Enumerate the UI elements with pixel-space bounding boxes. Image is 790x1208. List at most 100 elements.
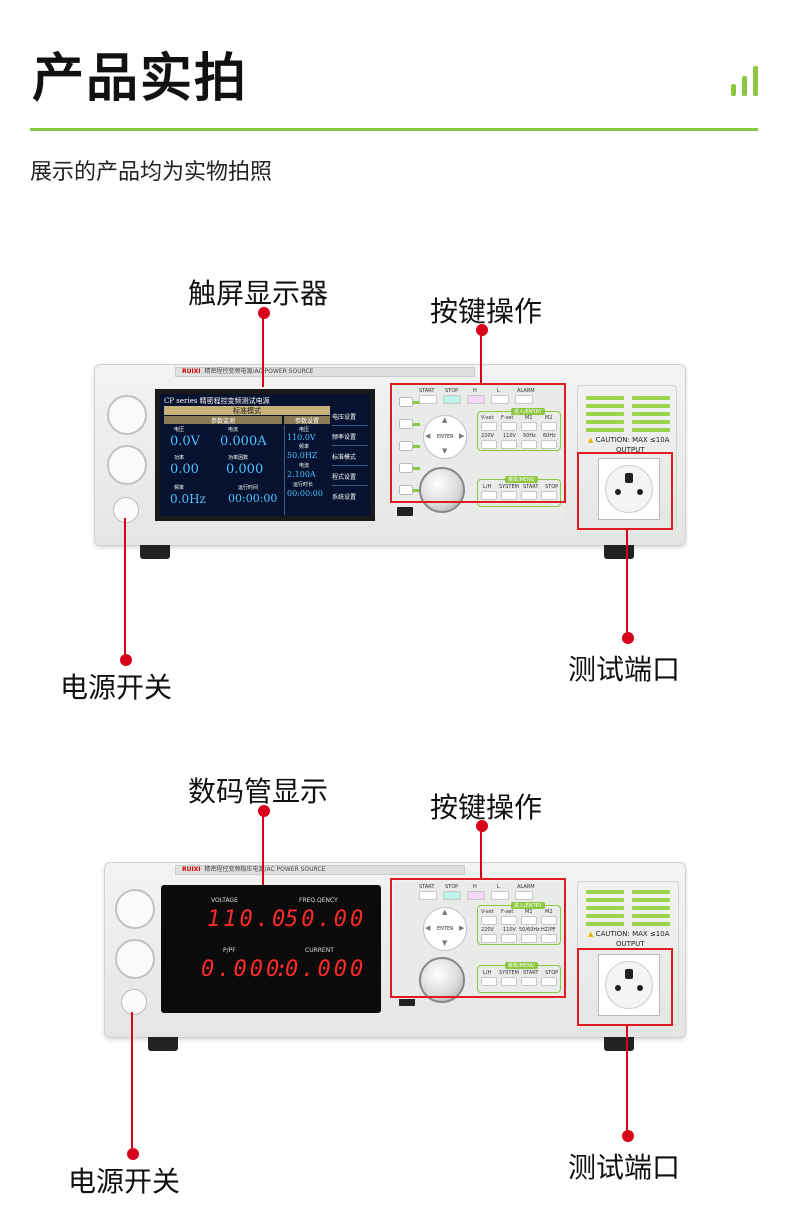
soft-key[interactable] — [399, 463, 413, 473]
system-key[interactable] — [501, 977, 517, 986]
lcd-btn-system-setting[interactable]: 系统设置 — [332, 494, 357, 501]
touch-screen-display[interactable]: CP series 精密程控变频测试电源 标准模式 参数监测 参数设置 电压 电… — [155, 389, 375, 521]
up-arrow-icon[interactable]: ▲ — [442, 908, 448, 916]
nav-pad[interactable] — [423, 907, 467, 951]
menu-start-key[interactable] — [521, 977, 537, 986]
key-label: ALARM — [517, 388, 535, 394]
right-arrow-icon[interactable]: ▶ — [459, 432, 465, 440]
callout-keys: 按键操作 — [430, 791, 543, 824]
left-arrow-icon[interactable]: ◀ — [425, 432, 431, 440]
soft-key[interactable] — [399, 397, 413, 407]
socket-hole-icon — [625, 969, 633, 979]
power-switch[interactable] — [113, 497, 139, 523]
power-switch[interactable] — [121, 989, 147, 1015]
lcd-label: 电压 — [174, 427, 185, 433]
usb-port[interactable] — [397, 507, 413, 516]
key-label: 220V — [481, 433, 494, 439]
110v-key[interactable] — [501, 934, 517, 943]
key-label: STOP — [545, 970, 559, 976]
keys-highlight-box — [390, 878, 566, 998]
key-label: M2 — [545, 415, 553, 421]
freq-toggle-key[interactable] — [521, 934, 537, 943]
nav-pad[interactable] — [423, 415, 467, 459]
enter-key[interactable]: ENTER — [437, 926, 454, 932]
key-label: V-set — [481, 415, 494, 421]
key-label: L/H — [483, 970, 492, 976]
220v-key[interactable] — [481, 440, 497, 449]
led-digital-display: VOLTAGE FREQ.QENCY 110.0 50.00 P/PF CURR… — [161, 885, 381, 1013]
l-key[interactable] — [491, 395, 509, 404]
h-key[interactable] — [467, 395, 485, 404]
start-key[interactable] — [419, 395, 437, 404]
m1-key[interactable] — [521, 916, 537, 925]
h-key[interactable] — [467, 891, 485, 900]
callout-line — [131, 1012, 133, 1154]
m1-key[interactable] — [521, 422, 537, 431]
page-subtitle: 展示的产品均为实物拍照 — [30, 160, 273, 185]
vset-key[interactable] — [481, 422, 497, 431]
l-key[interactable] — [491, 891, 509, 900]
stop-key[interactable] — [443, 395, 461, 404]
usb-port[interactable] — [399, 997, 415, 1006]
menu-stop-key[interactable] — [541, 977, 557, 986]
lcd-btn-program-setting[interactable]: 程式设置 — [332, 466, 368, 486]
220v-key[interactable] — [481, 934, 497, 943]
led-voltage-value: 110.0 — [207, 907, 289, 932]
soft-key[interactable] — [399, 419, 413, 429]
menu-start-key[interactable] — [521, 491, 537, 500]
stop-key[interactable] — [443, 891, 461, 900]
socket-hole-icon — [615, 489, 621, 495]
callout-dot — [120, 654, 132, 666]
down-arrow-icon[interactable]: ▼ — [442, 447, 448, 455]
key-label: START — [523, 970, 539, 976]
left-dial-bottom — [107, 445, 147, 485]
entry-group-title: 进入/ENTRY — [511, 408, 545, 415]
lcd-set-voltage: 110.0V — [287, 433, 316, 442]
socket-hole-icon — [637, 489, 643, 495]
brand-strip: RUIXI 精密程控变频稳压电源/AC POWER SOURCE — [175, 865, 465, 875]
key-label: M1 — [525, 415, 533, 421]
key-label: SYSTEM — [499, 484, 519, 490]
soft-key[interactable] — [399, 441, 413, 451]
system-key[interactable] — [501, 491, 517, 500]
callout-dot — [476, 820, 488, 832]
m2-key[interactable] — [541, 422, 557, 431]
output-socket[interactable] — [598, 458, 660, 520]
enter-key[interactable]: ENTER — [437, 434, 454, 440]
lh-key[interactable] — [481, 491, 497, 500]
110v-key[interactable] — [501, 440, 517, 449]
60hz-key[interactable] — [541, 440, 557, 449]
led-label: VOLTAGE — [211, 897, 238, 904]
alarm-key[interactable] — [515, 395, 533, 404]
hz-pf-key[interactable] — [541, 934, 557, 943]
rotary-knob[interactable] — [419, 467, 465, 513]
right-arrow-icon[interactable]: ▶ — [459, 924, 465, 932]
m2-key[interactable] — [541, 916, 557, 925]
fset-key[interactable] — [501, 422, 517, 431]
50hz-key[interactable] — [521, 440, 537, 449]
lcd-current-value: 0.000A — [220, 434, 267, 449]
left-dial-bottom — [115, 939, 155, 979]
up-arrow-icon[interactable]: ▲ — [442, 416, 448, 424]
fset-key[interactable] — [501, 916, 517, 925]
key-label: L/H — [483, 484, 492, 490]
key-label: START — [523, 484, 539, 490]
down-arrow-icon[interactable]: ▼ — [442, 939, 448, 947]
lcd-btn-voltage-setting[interactable]: 电压设置 — [332, 406, 368, 426]
lcd-btn-frequency-setting[interactable]: 频率设置 — [332, 426, 368, 446]
soft-key[interactable] — [399, 485, 413, 495]
start-key[interactable] — [419, 891, 437, 900]
callout-line — [626, 1026, 628, 1136]
key-label: STOP — [445, 884, 459, 890]
lcd-pf-value: 0.000 — [226, 462, 264, 477]
menu-stop-key[interactable] — [541, 491, 557, 500]
rotary-knob[interactable] — [419, 957, 465, 1003]
left-arrow-icon[interactable]: ◀ — [425, 924, 431, 932]
vset-key[interactable] — [481, 916, 497, 925]
lh-key[interactable] — [481, 977, 497, 986]
output-socket[interactable] — [598, 954, 660, 1016]
lcd-btn-standard-mode[interactable]: 标准模式 — [332, 446, 368, 466]
output-panel: ▲ CAUTION: MAX ≤10A OUTPUT — [577, 881, 679, 1025]
alarm-key[interactable] — [515, 891, 533, 900]
key-label: 110V — [503, 927, 516, 933]
